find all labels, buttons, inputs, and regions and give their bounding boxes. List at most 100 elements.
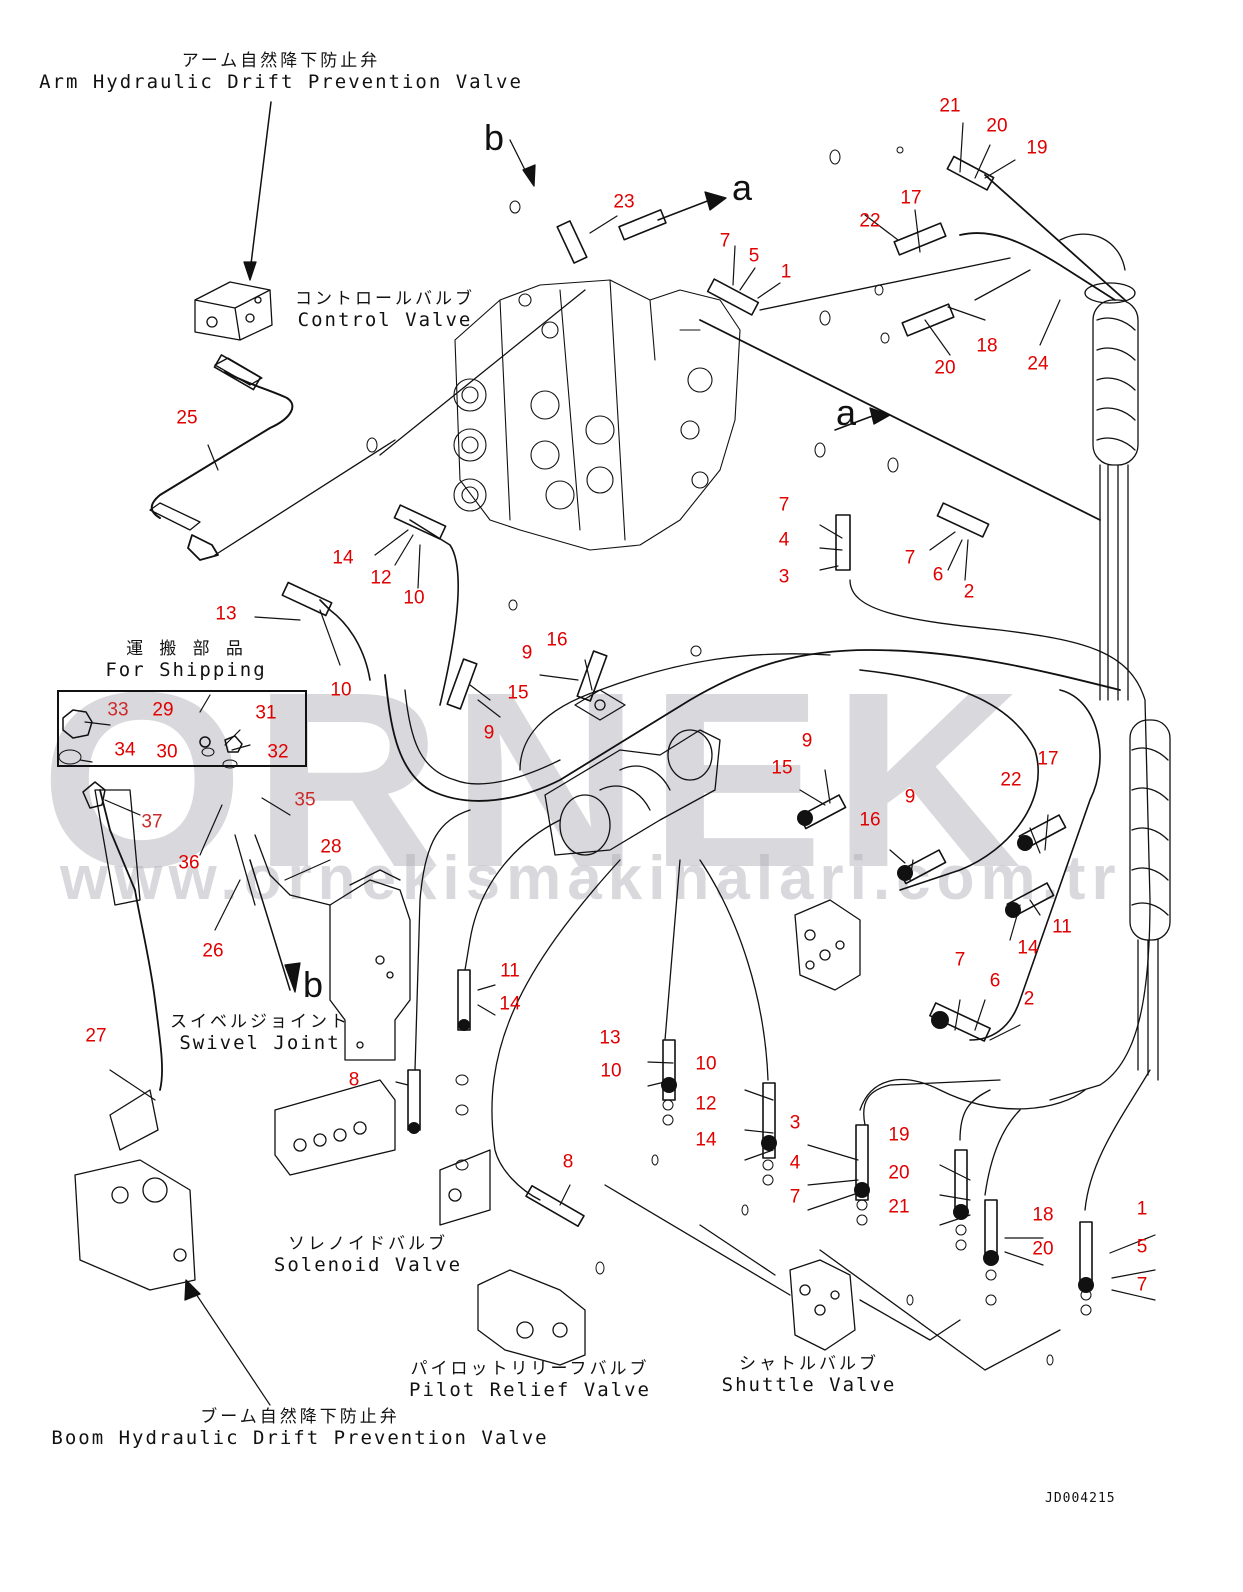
pilot-relief-valve-label-en: Pilot Relief Valve bbox=[409, 1378, 651, 1401]
arm-drift-valve-body bbox=[194, 281, 273, 341]
for-shipping-label: 運 搬 部 品 For Shipping bbox=[105, 639, 266, 681]
callout: 16 bbox=[546, 629, 568, 651]
pilot-relief-valve-label: パイロットリリーフバルブ Pilot Relief Valve bbox=[409, 1359, 651, 1401]
callout: 14 bbox=[695, 1129, 717, 1151]
for-shipping-label-jp: 運 搬 部 品 bbox=[126, 639, 246, 659]
arm-drift-prevention-valve-label: アーム自然降下防止弁 Arm Hydraulic Drift Preventio… bbox=[39, 51, 523, 93]
callout: 18 bbox=[1032, 1204, 1054, 1226]
callout: 15 bbox=[507, 682, 529, 704]
callout: 7 bbox=[719, 230, 731, 252]
callout: 20 bbox=[888, 1162, 910, 1184]
callout: 12 bbox=[370, 567, 392, 589]
callout: 14 bbox=[1017, 937, 1039, 959]
callout: 1 bbox=[1136, 1198, 1148, 1220]
boom-drift-prevention-valve-label: ブーム自然降下防止弁 Boom Hydraulic Drift Preventi… bbox=[51, 1407, 549, 1449]
control-valve-body bbox=[453, 279, 741, 551]
hose-bundle-right bbox=[1092, 299, 1171, 1081]
callout: 8 bbox=[348, 1069, 360, 1091]
boom-drift-valve-body bbox=[74, 1159, 196, 1291]
ref-letter-a-mid: a bbox=[835, 392, 857, 433]
callout: 30 bbox=[156, 741, 178, 763]
solenoid-valve-label-jp: ソレノイドバルブ bbox=[288, 1234, 448, 1254]
callout: 12 bbox=[695, 1093, 717, 1115]
callout: 11 bbox=[1052, 916, 1072, 938]
callout: 35 bbox=[294, 789, 316, 811]
swivel-joint-body bbox=[329, 869, 411, 1061]
arm-valve-label-jp: アーム自然降下防止弁 bbox=[181, 51, 381, 71]
callout: 5 bbox=[748, 245, 760, 267]
callout: 10 bbox=[330, 679, 352, 701]
shuttle-valve-label: シャトルバルブ Shuttle Valve bbox=[721, 1354, 897, 1396]
ref-letter-b-top: b bbox=[483, 117, 505, 158]
callout: 22 bbox=[1000, 769, 1022, 791]
ref-letter-a-top: a bbox=[731, 167, 753, 208]
callout: 17 bbox=[900, 187, 922, 209]
callout: 37 bbox=[141, 811, 163, 833]
callout: 11 bbox=[500, 960, 520, 982]
solenoid-valve-label-en: Solenoid Valve bbox=[273, 1253, 463, 1276]
callout: 8 bbox=[562, 1151, 574, 1173]
callout: 10 bbox=[600, 1060, 622, 1082]
swivel-joint-label: スイベルジョイント Swivel Joint bbox=[170, 1012, 350, 1054]
callout: 13 bbox=[215, 603, 237, 625]
callout: 6 bbox=[989, 970, 1001, 992]
callout: 16 bbox=[859, 809, 881, 831]
shuttle-valve-top bbox=[794, 899, 861, 991]
callout: 4 bbox=[778, 529, 790, 551]
callout: 2 bbox=[963, 581, 975, 603]
drawing-id: JD004215 bbox=[1045, 1491, 1116, 1506]
callout: 2 bbox=[1023, 988, 1035, 1010]
boom-valve-label-jp: ブーム自然降下防止弁 bbox=[200, 1407, 400, 1427]
callout: 10 bbox=[403, 587, 425, 609]
callout: 20 bbox=[986, 115, 1008, 137]
callout: 23 bbox=[613, 191, 635, 213]
callout: 18 bbox=[976, 335, 998, 357]
callout: 13 bbox=[599, 1027, 621, 1049]
callout: 14 bbox=[499, 993, 521, 1015]
pilot-relief-valve-label-jp: パイロットリリーフバルブ bbox=[410, 1359, 650, 1379]
callout: 19 bbox=[888, 1124, 910, 1146]
arm-valve-label-en: Arm Hydraulic Drift Prevention Valve bbox=[39, 70, 523, 93]
callout: 22 bbox=[859, 210, 881, 232]
callout: 1 bbox=[780, 261, 792, 283]
callout: 10 bbox=[695, 1053, 717, 1075]
callout: 19 bbox=[1026, 137, 1048, 159]
swivel-joint-label-en: Swivel Joint bbox=[179, 1031, 341, 1054]
callout: 7 bbox=[1136, 1274, 1148, 1296]
callout: 7 bbox=[778, 494, 790, 516]
callout: 9 bbox=[904, 786, 916, 808]
callout: 27 bbox=[85, 1025, 107, 1047]
callout: 9 bbox=[801, 730, 813, 752]
callout: 20 bbox=[934, 357, 956, 379]
callout: 36 bbox=[178, 852, 200, 874]
callout: 32 bbox=[267, 741, 289, 763]
ref-letter-b-bottom: b bbox=[302, 964, 324, 1005]
control-valve-label-jp: コントロールバルブ bbox=[295, 289, 475, 309]
callout: 6 bbox=[932, 564, 944, 586]
callout: 7 bbox=[904, 547, 916, 569]
control-valve-label-en: Control Valve bbox=[297, 308, 473, 331]
callout: 3 bbox=[789, 1112, 801, 1134]
callout: 4 bbox=[789, 1152, 801, 1174]
callout: 29 bbox=[152, 699, 174, 721]
callout: 21 bbox=[888, 1196, 910, 1218]
pilot-relief-valve-body bbox=[477, 1269, 586, 1366]
solenoid-valve-body bbox=[274, 1079, 396, 1176]
solenoid-valve-label: ソレノイドバルブ Solenoid Valve bbox=[273, 1234, 463, 1276]
callout: 34 bbox=[114, 739, 136, 761]
boom-valve-label-en: Boom Hydraulic Drift Prevention Valve bbox=[51, 1426, 549, 1449]
callout: 21 bbox=[939, 95, 961, 117]
callout: 9 bbox=[521, 642, 533, 664]
callout: 28 bbox=[320, 836, 342, 858]
callout: 31 bbox=[255, 702, 277, 724]
callout: 5 bbox=[1136, 1236, 1148, 1258]
for-shipping-box bbox=[57, 690, 307, 767]
callout: 26 bbox=[202, 940, 224, 962]
callout: 14 bbox=[332, 547, 354, 569]
callout: 17 bbox=[1037, 748, 1059, 770]
callout: 7 bbox=[954, 949, 966, 971]
callout: 3 bbox=[778, 566, 790, 588]
shuttle-valve-label-en: Shuttle Valve bbox=[721, 1373, 897, 1396]
swivel-joint-label-jp: スイベルジョイント bbox=[170, 1012, 350, 1032]
